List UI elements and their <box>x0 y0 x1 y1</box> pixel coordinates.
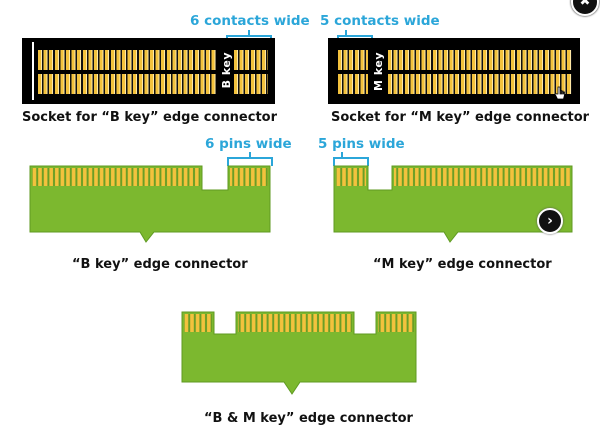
socket-m-contacts-top-right <box>388 50 572 70</box>
connector-b-board <box>29 165 271 243</box>
socket-b-caption: Socket for “B key” edge connector <box>22 110 278 125</box>
connector-bm-board <box>181 311 417 395</box>
socket-m-contacts-bottom-left <box>338 74 368 94</box>
socket-m-contacts-bottom-right <box>388 74 572 94</box>
socket-m-contacts-top-left <box>338 50 368 70</box>
socket-m-annotation: 5 contacts wide <box>320 13 440 29</box>
socket-b-contacts-bottom-left <box>38 74 216 94</box>
connector-b-annotation: 6 pins wide <box>205 136 292 152</box>
connector-b-annotation-bracket <box>227 152 273 166</box>
socket-b-annotation: 6 contacts wide <box>190 13 310 29</box>
socket-b-contacts-top-left <box>38 50 216 70</box>
socket-m-body: M key <box>328 38 580 104</box>
connector-b-caption: “B key” edge connector <box>72 257 248 272</box>
connector-m-annotation: 5 pins wide <box>318 136 405 152</box>
connector-m-board <box>333 165 573 243</box>
socket-b-key-label: B key <box>220 52 233 89</box>
socket-m-key-label: M key <box>372 52 385 91</box>
connector-bm-caption: “B & M key” edge connector <box>204 411 413 426</box>
socket-b-contacts-bottom-right <box>234 74 268 94</box>
socket-m-caption: Socket for “M key” edge connector <box>331 110 590 125</box>
connector-m-annotation-bracket <box>333 152 369 166</box>
next-button[interactable]: › <box>537 208 563 234</box>
socket-b-body: B key <box>22 38 275 104</box>
chevron-right-icon: › <box>547 213 553 229</box>
socket-b-contacts-top-right <box>234 50 268 70</box>
close-button[interactable]: ✖ <box>571 0 599 16</box>
close-icon: ✖ <box>579 0 591 9</box>
connector-m-caption: “M key” edge connector <box>373 257 552 272</box>
hand-cursor-icon <box>554 86 565 100</box>
